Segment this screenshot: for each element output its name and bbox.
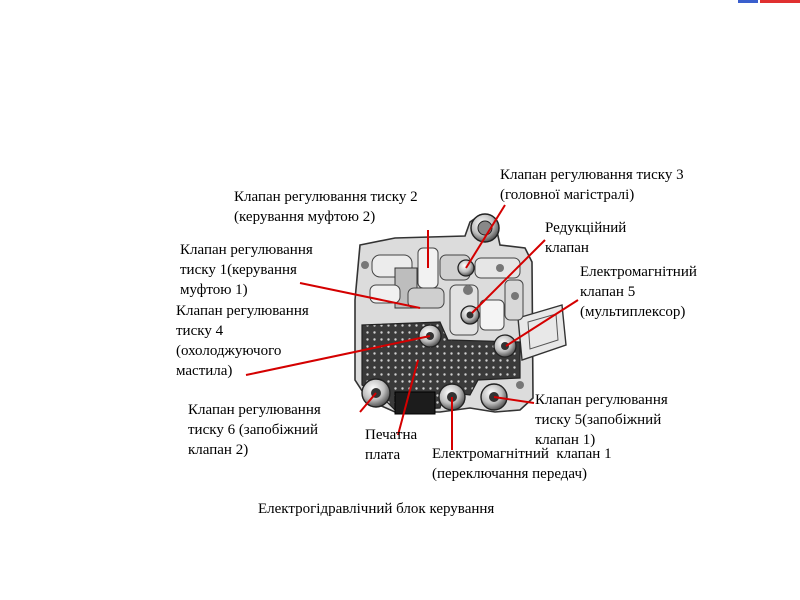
label-pv4-line1: Клапан регулювання [176, 303, 309, 319]
label-pv5-line3: клапан 1) [535, 432, 596, 448]
label-sol1-line1: Електромагнітний клапан 1 [432, 446, 612, 462]
label-pressure-valve-2: Клапан регулювання тиску 2 (керування му… [234, 187, 418, 227]
leader-reduct [471, 239, 546, 314]
label-reduction-valve: Редукційний клапан [545, 218, 626, 258]
leader-pv3 [465, 204, 506, 269]
label-pressure-valve-5: Клапан регулювання тиску 5(запобіжний кл… [535, 390, 668, 450]
label-pv1-line1: Клапан регулювання [180, 242, 313, 258]
label-pv2-line1: Клапан регулювання тиску 2 [234, 189, 418, 205]
label-pcb: Печатна плата [365, 425, 417, 465]
label-pv6-line1: Клапан регулювання [188, 402, 321, 418]
label-pv6-line3: клапан 2) [188, 442, 249, 458]
leader-lines [245, 204, 579, 450]
label-pressure-valve-4: Клапан регулювання тиску 4 (охолоджуючог… [176, 301, 309, 381]
leader-pv6 [359, 392, 377, 413]
label-pressure-valve-6: Клапан регулювання тиску 6 (запобіжний к… [188, 400, 321, 460]
label-pv4-line3: (охолоджуючого [176, 343, 282, 359]
label-pv1-line3: муфтою 1) [180, 282, 248, 298]
label-reduct-line2: клапан [545, 240, 589, 256]
label-pv1-line2: тиску 1(керування [180, 262, 297, 278]
label-pv3-line1: Клапан регулювання тиску 3 [500, 167, 684, 183]
leader-pcb [397, 359, 419, 436]
label-sol5-line2: клапан 5 [580, 284, 636, 300]
label-solenoid-valve-1: Електромагнітний клапан 1 (переключання … [432, 444, 612, 484]
label-reduct-line1: Редукційний [545, 220, 627, 236]
label-pressure-valve-1: Клапан регулювання тиску 1(керування муф… [180, 240, 313, 300]
label-sol5-line1: Електромагнітний [580, 264, 697, 280]
leader-pv1 [299, 282, 421, 309]
top-color-bar [738, 0, 800, 4]
label-pv4-line4: мастила) [176, 363, 233, 379]
label-pcb-line2: плата [365, 447, 401, 463]
diagram-caption: Електрогідравлічний блок керування [258, 501, 495, 517]
label-pv4-line2: тиску 4 [176, 323, 224, 339]
label-pv5-line1: Клапан регулювання [535, 392, 668, 408]
top-bar-blue [738, 0, 758, 3]
label-pv2-line2: (керування муфтою 2) [234, 209, 376, 225]
label-pressure-valve-3: Клапан регулювання тиску 3 (головної маг… [500, 165, 684, 205]
leader-sol5 [505, 299, 579, 347]
label-sol1-line2: (переключання передач) [432, 466, 588, 482]
valve-housing [354, 213, 567, 415]
label-pv3-line2: (головної магістралі) [500, 187, 635, 203]
top-bar-red [760, 0, 800, 3]
label-solenoid-valve-5: Електромагнітний клапан 5 (мультиплексор… [580, 262, 697, 322]
leader-pv5 [493, 396, 535, 404]
label-pv6-line2: тиску 6 (запобіжний [188, 422, 318, 438]
label-pv5-line2: тиску 5(запобіжний [535, 412, 662, 428]
leader-pv4 [245, 335, 431, 376]
label-pcb-line1: Печатна [365, 427, 418, 443]
label-sol5-line3: (мультиплексор) [580, 304, 686, 320]
